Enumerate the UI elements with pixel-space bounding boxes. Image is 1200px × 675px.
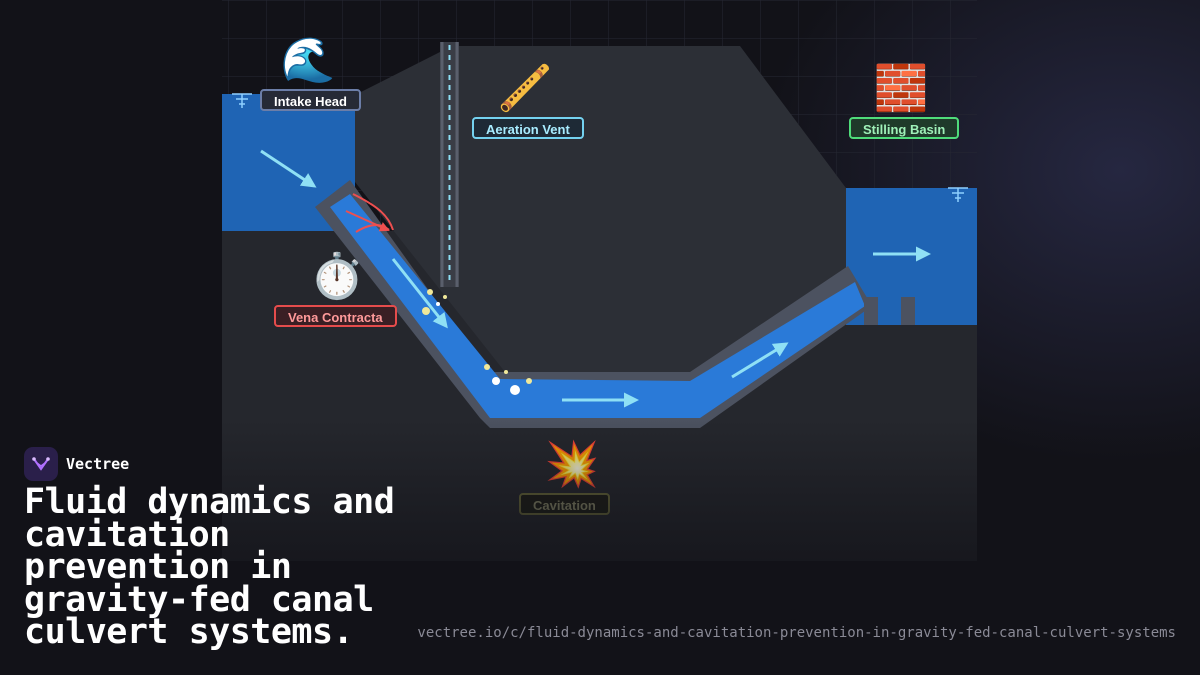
explosion-icon: 💥 [544, 439, 600, 490]
separation-arrow [355, 224, 390, 233]
cavitation-label: Cavitation [519, 493, 610, 515]
flow-arrow [731, 342, 789, 379]
stilling-basin-label: Stilling Basin [849, 117, 960, 139]
air-bubbles [422, 289, 532, 395]
baffle-block [864, 297, 878, 325]
culvert-water-flow [330, 194, 865, 418]
water-level-marker-icon [232, 93, 252, 108]
vena-contracta-label: Vena Contracta [274, 305, 397, 327]
brick-icon: 🧱 [873, 63, 929, 114]
brand-name: Vectree [66, 455, 130, 473]
separation-arrow [352, 193, 394, 231]
flow-arrow [260, 149, 317, 188]
aeration-vent-label: Aeration Vent [472, 117, 584, 139]
stopwatch-icon: ⏱️ [309, 251, 365, 302]
source-url[interactable]: vectree.io/c/fluid-dynamics-and-cavitati… [417, 625, 1176, 641]
separation-arrow [345, 210, 390, 232]
water-level-marker-icon [948, 187, 968, 202]
brand: Vectree [24, 447, 129, 481]
flute-icon: 🪈 [497, 63, 553, 114]
intake-head-label: Intake Head [260, 89, 361, 111]
flow-arrow [391, 258, 448, 329]
page-title: Fluid dynamics and cavitation prevention… [24, 482, 395, 652]
water-wave-icon: 🌊 [280, 35, 336, 86]
vectree-logo-icon [24, 447, 58, 481]
aeration-vent-shaft [440, 42, 459, 287]
baffle-block [901, 297, 915, 325]
